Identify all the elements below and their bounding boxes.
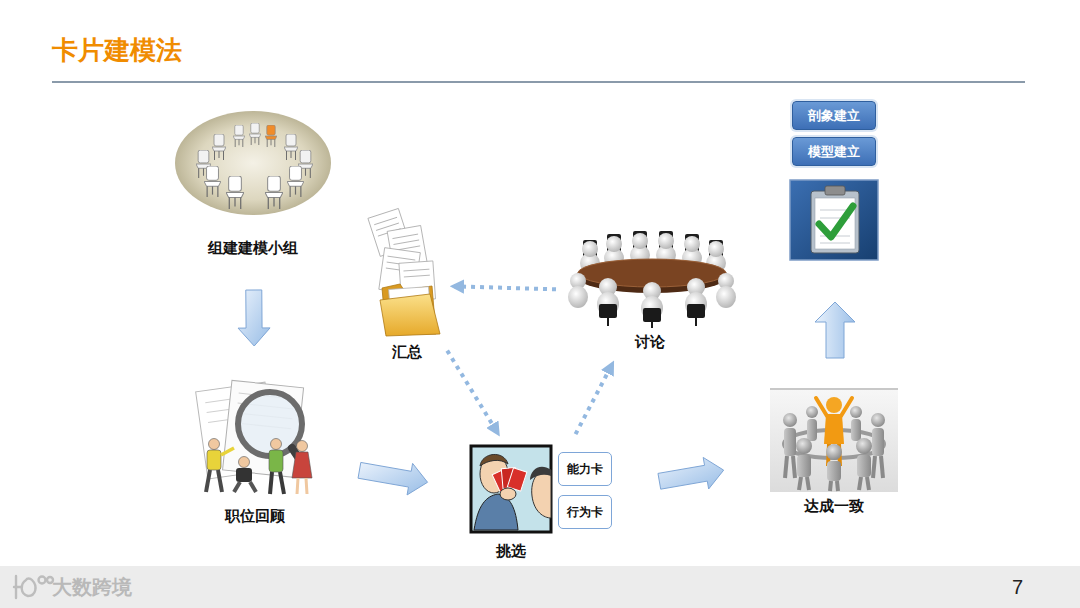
slide-title: 卡片建模法 [52, 34, 182, 66]
watermark-logo [14, 576, 53, 598]
page-number: 7 [1012, 574, 1023, 600]
box-label: 模型建立 [808, 143, 860, 161]
consensus-picture [770, 388, 898, 492]
footer-bar [0, 566, 1080, 608]
step-caption: 讨论 [635, 332, 665, 352]
dotted-arrow [454, 286, 556, 289]
folder-picture [368, 208, 440, 336]
result-button: 剖象建立 [792, 101, 876, 130]
job-review-picture [196, 380, 312, 494]
step-caption: 达成一致 [804, 496, 864, 516]
block-arrow [358, 462, 428, 494]
step-caption: 组建建模小组 [208, 238, 298, 258]
chair-circle-picture [175, 111, 331, 215]
dotted-arrow [576, 364, 613, 434]
step-caption: 职位回顾 [225, 506, 285, 526]
step-node: 职位回顾 [188, 378, 322, 526]
card-player-picture [471, 446, 551, 532]
step-caption: 汇总 [392, 342, 422, 362]
step-node: 组建建模小组 [175, 112, 331, 258]
block-arrow [238, 290, 270, 346]
step-node: 讨论 [568, 232, 732, 352]
box-label: 能力卡 [567, 461, 603, 478]
box-label: 行为卡 [567, 504, 603, 521]
block-arrow [658, 457, 724, 489]
up-block-arrow [815, 302, 855, 358]
step-node: 达成一致 [768, 386, 900, 516]
box-label: 剖象建立 [808, 107, 860, 125]
result-button: 模型建立 [792, 137, 876, 166]
clipboard-icon [790, 180, 878, 260]
card-box: 能力卡 [558, 452, 612, 486]
step-node: 挑选 能力卡行为卡 [465, 443, 615, 561]
dotted-arrow [447, 351, 497, 433]
round-table-picture [568, 231, 736, 328]
step-node: 汇总 [372, 208, 442, 362]
card-box: 行为卡 [558, 495, 612, 529]
watermark: 大数跨境 [52, 573, 132, 601]
step-caption: 挑选 [465, 541, 557, 561]
header-rule [52, 81, 1025, 83]
